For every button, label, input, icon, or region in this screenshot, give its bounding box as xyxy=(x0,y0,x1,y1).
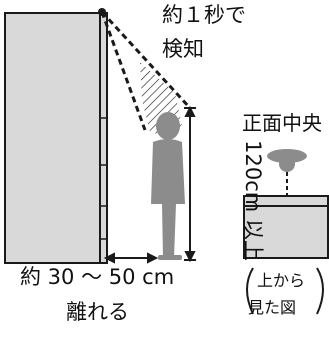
distance-action-label: 離れる xyxy=(66,300,129,324)
height-dimension xyxy=(184,105,196,263)
distance-dimension xyxy=(103,252,159,264)
detect-label: 検知 xyxy=(162,37,204,61)
view-from-above-label: 上から xyxy=(257,271,306,290)
distance-label: 約 30 ～ 50 cm xyxy=(20,265,175,289)
appliance-side-view xyxy=(4,12,108,264)
front-center-label: 正面中央 xyxy=(242,111,322,135)
person-silhouette xyxy=(151,112,185,260)
top-view xyxy=(243,149,329,315)
height-label: 120cm 以上 xyxy=(240,140,265,261)
view-diagram-label: 見た図 xyxy=(248,298,297,317)
detect-time-label: 約１秒で xyxy=(162,3,246,27)
